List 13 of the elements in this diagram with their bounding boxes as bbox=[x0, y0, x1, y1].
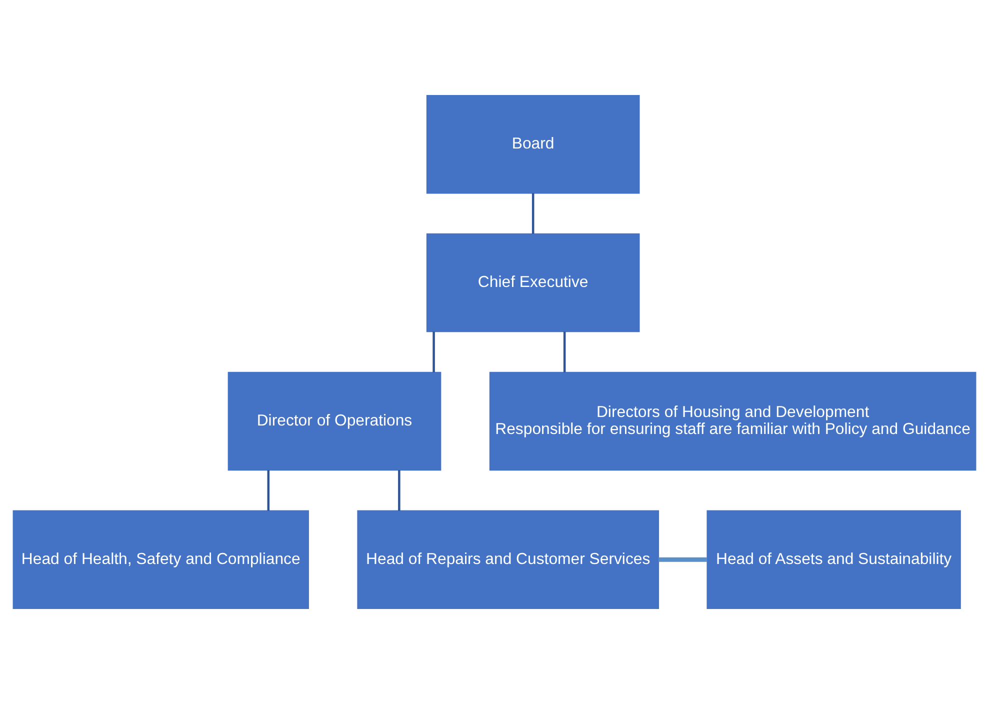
node-box: Head of Assets and Sustainability bbox=[706, 510, 961, 609]
connector bbox=[563, 331, 566, 372]
connector bbox=[532, 192, 534, 234]
node-box: Board bbox=[426, 94, 640, 194]
connector bbox=[432, 331, 435, 372]
node-box: Chief Executive bbox=[426, 232, 640, 332]
node-box: Director of Operations bbox=[228, 371, 442, 470]
connector bbox=[398, 470, 400, 510]
node-box: Head of Health, Safety and Compliance bbox=[12, 510, 309, 609]
connector bbox=[267, 470, 270, 510]
node-box: Directors of Housing and Development Responsible for ensuring staff are familiar with Policy and Guidance bbox=[489, 371, 976, 470]
connector bbox=[658, 556, 707, 562]
node-box: Head of Repairs and Customer Services bbox=[357, 510, 660, 609]
